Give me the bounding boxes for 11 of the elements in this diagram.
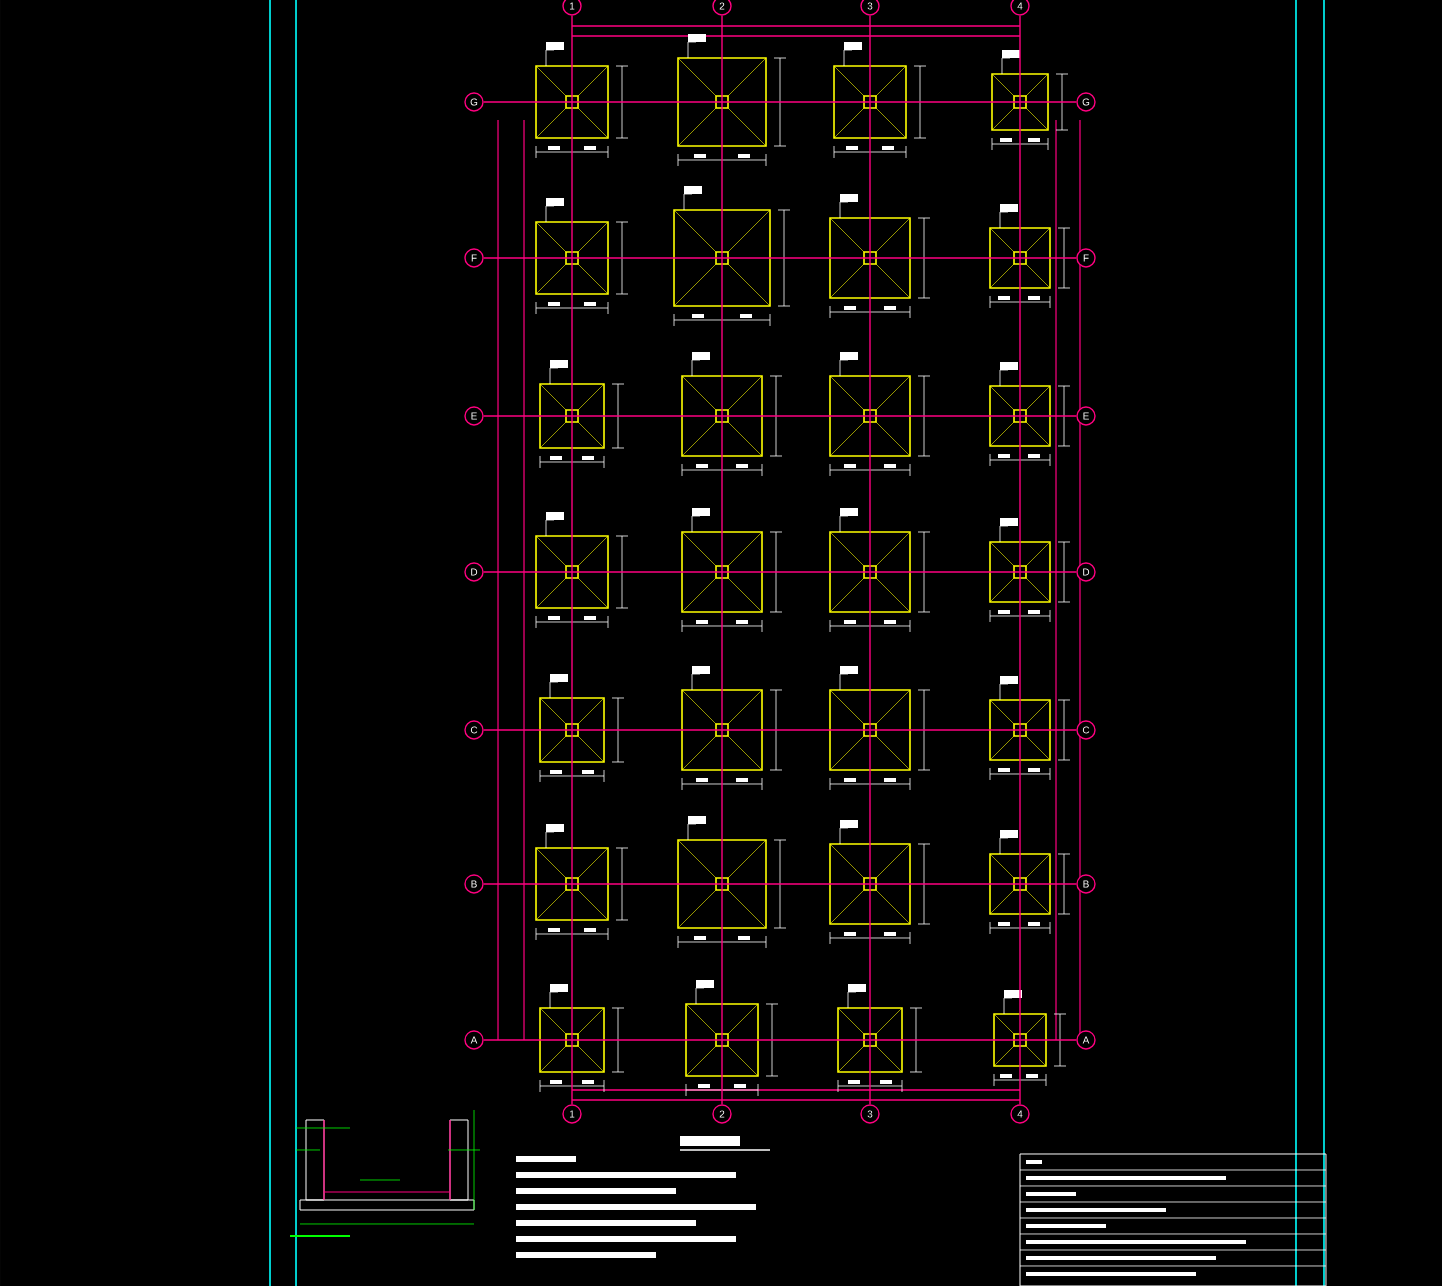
grid-line: [869, 15, 871, 1105]
grid-line: [483, 1039, 1077, 1041]
grid-line: [483, 571, 1077, 573]
grid-line: [483, 883, 1077, 885]
grid-line: [483, 257, 1077, 259]
grid-line: [483, 101, 1077, 103]
grid-line: [483, 729, 1077, 731]
grid-line: [483, 415, 1077, 417]
grid-line: [1019, 15, 1021, 1105]
grid-line: [571, 15, 573, 1105]
grid-line: [721, 15, 723, 1105]
